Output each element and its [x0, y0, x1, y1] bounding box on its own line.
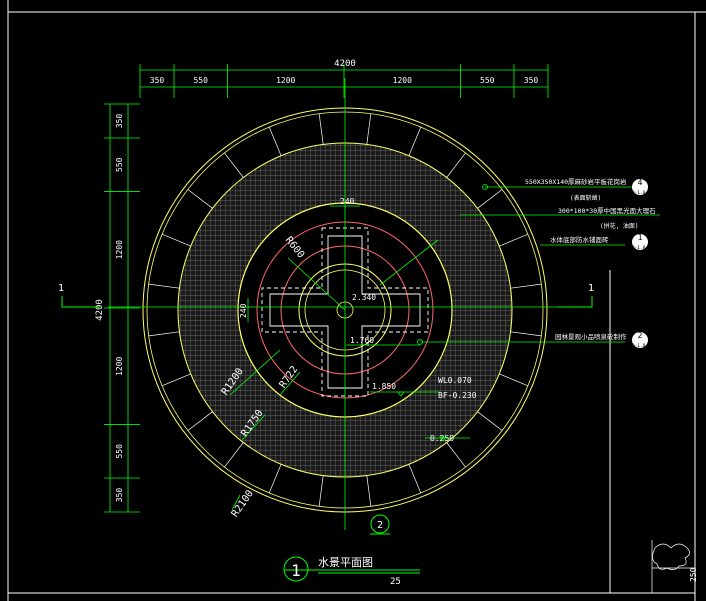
tag-3-ref: LD-1.8.2 — [629, 245, 651, 251]
radial-joint — [510, 331, 542, 337]
inner-dim-lines — [247, 205, 470, 439]
level-markers — [397, 391, 447, 442]
level-bottom: BF-0.230 — [438, 391, 477, 400]
radial-joint — [318, 113, 324, 145]
dim-240-top: 240 — [340, 197, 355, 206]
radial-joints — [148, 113, 542, 507]
title-text: 水景平面图 — [318, 556, 373, 569]
top-seg-dim: 550 — [480, 76, 495, 85]
top-seg-dim: 350 — [150, 76, 165, 85]
level-water: WL0.070 — [438, 376, 472, 385]
left-seg-dim: 550 — [115, 157, 124, 172]
left-seg-dim: 350 — [115, 488, 124, 503]
radial-joint — [148, 283, 180, 289]
radial-joint — [408, 464, 422, 494]
left-seg-dim: 1200 — [115, 240, 124, 259]
title-scale: 25 — [390, 577, 401, 587]
title-number: 1 — [291, 561, 301, 580]
callout-3-text: 水体底部防水铺面砖 — [550, 235, 609, 244]
radial-joint — [268, 126, 282, 156]
left-seg-dim: 1200 — [115, 356, 124, 375]
radial-joint — [224, 152, 244, 178]
view-marker-num: 2 — [377, 520, 383, 531]
level-paving: 0.250 — [430, 434, 454, 443]
title-block — [283, 556, 420, 582]
radial-joint — [366, 113, 372, 145]
dim-step: 1.850 — [372, 382, 396, 391]
top-dimension — [139, 64, 549, 98]
radial-joint — [477, 189, 503, 209]
top-seg-dim: 1200 — [276, 76, 295, 85]
left-seg-dim: 350 — [115, 114, 124, 129]
section-label-left: 1 — [58, 283, 64, 294]
tag-1-num: 4 — [638, 178, 643, 187]
top-total-dim: 4200 — [334, 59, 356, 69]
plant-icon — [651, 540, 695, 593]
dim-center: 2.340 — [352, 293, 376, 302]
cross-basin — [261, 227, 429, 397]
top-seg-dim: 1200 — [393, 76, 412, 85]
left-seg-dim: 550 — [115, 444, 124, 459]
radial-joint — [187, 189, 213, 209]
detail-tag-icon — [632, 179, 648, 348]
view-direction-icon — [370, 514, 390, 535]
top-seg-dim: 350 — [524, 76, 539, 85]
radius-leaders — [229, 257, 346, 511]
section-label-right: 1 — [588, 283, 594, 294]
left-dimension — [104, 103, 140, 513]
radial-joint — [318, 475, 324, 507]
radial-joint — [224, 442, 244, 468]
tag-1-ref: LD-1.8.1 — [629, 190, 651, 196]
tag-4-num: 2 — [638, 331, 643, 340]
edge-dim: 250 — [689, 567, 698, 582]
left-total-dim: 4200 — [95, 299, 105, 321]
radial-joint — [161, 233, 191, 247]
callout-1-text: 550X350X140厚麻砂岩平板花岗岩 — [525, 177, 627, 186]
radial-joint — [148, 331, 180, 337]
section-mark-icon — [61, 296, 593, 308]
callout-4-text: 园林景观小品喷泉砼制作 — [555, 332, 627, 341]
radial-joint — [446, 152, 466, 178]
dim-inner: 1.760 — [350, 336, 374, 345]
tag-4-ref: LD-1.8.1 — [629, 343, 651, 349]
top-seg-dim: 550 — [193, 76, 208, 85]
tag-3-num: 1 — [638, 233, 643, 242]
center-axes — [108, 78, 580, 530]
radial-joint — [161, 373, 191, 387]
radial-joint — [187, 411, 213, 431]
radial-joint — [408, 126, 422, 156]
callout-1-sub: (表面斩凿) — [570, 194, 601, 202]
dim-240-left: 240 — [239, 303, 248, 318]
radial-joint — [268, 464, 282, 494]
radial-joint — [446, 442, 466, 468]
radial-joint — [366, 475, 372, 507]
radial-joint — [477, 411, 503, 431]
radial-joint — [510, 283, 542, 289]
callout-2-sub: (拼花, 油面) — [600, 222, 638, 230]
radial-joint — [499, 373, 529, 387]
callout-2-text: 300*100*30厚中国黑光面大理石 — [558, 206, 656, 215]
radial-joint — [499, 233, 529, 247]
callout-leaders — [417, 184, 660, 345]
